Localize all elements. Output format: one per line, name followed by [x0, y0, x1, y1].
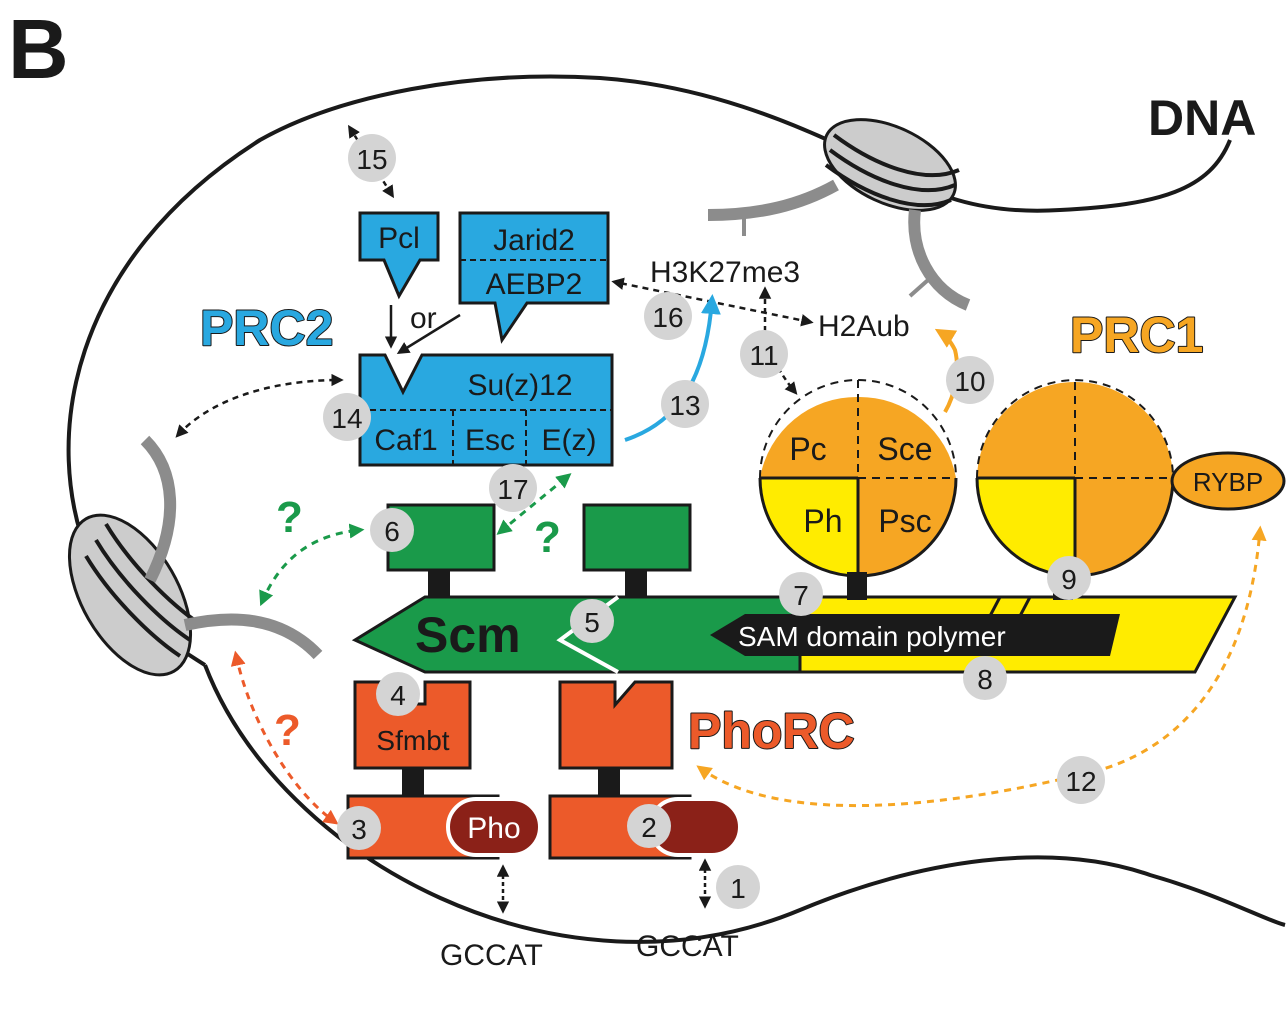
- svg-text:9: 9: [1061, 564, 1077, 595]
- esc-label: Esc: [465, 424, 515, 457]
- prc2-label: PRC2: [200, 300, 333, 356]
- svg-text:17: 17: [497, 474, 528, 505]
- svg-text:16: 16: [652, 302, 683, 333]
- step-marker-1: 1: [716, 865, 760, 909]
- nucleosome-left: [67, 435, 323, 677]
- jarid2-aebp2-protein: Jarid2 AEBP2: [458, 211, 610, 344]
- svg-text:2: 2: [641, 812, 657, 843]
- gccat-left: GCCAT: [440, 939, 543, 972]
- svg-text:4: 4: [390, 680, 406, 711]
- sce-label: Sce: [877, 431, 932, 467]
- step-marker-14: 14: [323, 393, 371, 441]
- pho-label: Pho: [467, 812, 520, 845]
- scm-label: Scm: [415, 607, 521, 663]
- step-marker-6: 6: [370, 508, 414, 552]
- psc-label: Psc: [878, 503, 931, 539]
- dna-strand-upper: [66, 74, 1232, 561]
- svg-text:15: 15: [356, 144, 387, 175]
- svg-text:6: 6: [384, 516, 400, 547]
- suz12-label: Su(z)12: [467, 369, 572, 402]
- ez-label: E(z): [542, 424, 597, 457]
- arrow-6-green: [259, 523, 365, 607]
- step-marker-12: 12: [1057, 756, 1105, 804]
- pcl-label: Pcl: [378, 222, 420, 255]
- step-marker-3: 3: [337, 806, 381, 850]
- or-label: or: [410, 302, 437, 335]
- step-marker-16: 16: [644, 292, 692, 340]
- phorc-sfmbt-right: [558, 680, 674, 796]
- pc-label: Pc: [789, 431, 826, 467]
- svg-text:10: 10: [954, 366, 985, 397]
- step-marker-4: 4: [376, 672, 420, 716]
- svg-text:7: 7: [793, 580, 809, 611]
- step-marker-7: 7: [779, 572, 823, 616]
- question-mark-green-right: ?: [534, 513, 561, 562]
- dna-label: DNA: [1148, 90, 1256, 146]
- step-marker-10: 10: [946, 356, 994, 404]
- prc1-label: PRC1: [1070, 307, 1203, 363]
- sam-polymer-label: SAM domain polymer: [738, 621, 1006, 652]
- svg-text:14: 14: [331, 403, 362, 434]
- step-marker-9: 9: [1047, 556, 1091, 600]
- prc2-core: Su(z)12 Caf1 Esc E(z): [358, 353, 614, 467]
- step-marker-15: 15: [348, 134, 396, 182]
- ph-label: Ph: [803, 503, 842, 539]
- rybp-protein: RYBP: [1170, 451, 1286, 511]
- step-marker-17: 17: [489, 464, 537, 512]
- question-mark-red: ?: [274, 706, 301, 755]
- panel-letter: B: [8, 2, 69, 96]
- jarid2-label: Jarid2: [493, 224, 575, 257]
- svg-text:11: 11: [749, 340, 778, 371]
- svg-text:13: 13: [669, 390, 700, 421]
- gccat-right: GCCAT: [636, 930, 739, 963]
- phorc-label: PhoRC: [688, 703, 855, 759]
- pcl-protein: Pcl: [358, 211, 440, 300]
- h3k27me3-label: H3K27me3: [650, 256, 800, 289]
- jarid2-arrow: [396, 313, 461, 354]
- h2aub-label: H2Aub: [818, 310, 910, 343]
- rybp-label: RYBP: [1193, 467, 1263, 497]
- caf1-label: Caf1: [374, 424, 437, 457]
- arrow-14: [175, 373, 344, 438]
- svg-text:12: 12: [1065, 766, 1096, 797]
- question-mark-green-left: ?: [276, 493, 303, 542]
- sfmbt-label: Sfmbt: [376, 725, 449, 756]
- arrow-10: [934, 328, 959, 414]
- step-marker-2: 2: [627, 804, 671, 848]
- step-marker-8: 8: [963, 656, 1007, 700]
- svg-text:5: 5: [584, 607, 600, 638]
- step-marker-11: 11: [740, 330, 788, 378]
- svg-text:3: 3: [351, 814, 367, 845]
- step-marker-5: 5: [570, 599, 614, 643]
- scm-head-right: [582, 503, 692, 597]
- svg-text:8: 8: [977, 664, 993, 695]
- aebp2-label: AEBP2: [486, 268, 583, 301]
- nucleosome-top: [707, 118, 971, 311]
- svg-text:1: 1: [730, 873, 746, 904]
- step-markers: 1 2 3 4 5 6 7 8 9 10 11 12 13 14 15 16 1…: [323, 134, 1105, 909]
- arrow-17: [496, 473, 572, 535]
- step-marker-13: 13: [661, 380, 709, 428]
- prc1-complex-left: Pc Sce Ph Psc: [758, 379, 958, 600]
